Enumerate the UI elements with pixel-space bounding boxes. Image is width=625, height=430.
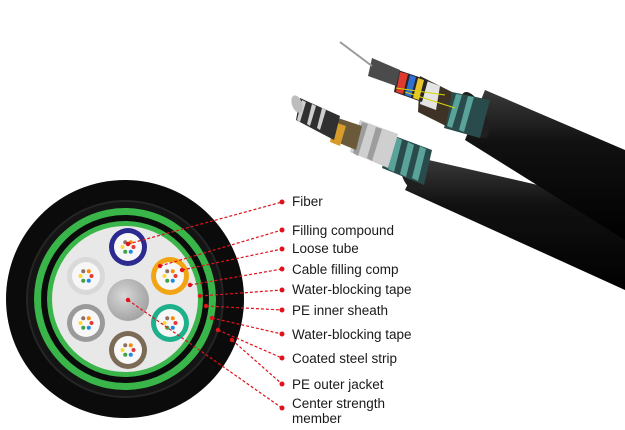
label-loose-tube: Loose tube: [292, 241, 359, 256]
fiber-strand: [128, 352, 133, 357]
leader-pe-inner-sheath: [203, 303, 285, 313]
fiber-strand: [120, 348, 125, 352]
fiber-strand: [81, 325, 86, 330]
leader-cable-filling-comp: [187, 266, 285, 288]
fiber-strand: [165, 269, 170, 274]
fiber-strand: [86, 316, 91, 321]
loose-tube-green: [151, 304, 189, 342]
fiber-strand: [81, 278, 86, 283]
loose-tube-white: [67, 257, 105, 295]
leader-loose-tube: [179, 246, 285, 273]
fiber-strand: [89, 274, 94, 278]
cable-side-view: [291, 41, 625, 290]
fiber-strand: [78, 274, 83, 278]
fiber-strand: [162, 274, 167, 278]
leader-filling-compound: [157, 227, 285, 269]
fiber-strand: [173, 321, 178, 325]
loose-tube-blue: [109, 228, 147, 266]
loose-tube-grey: [67, 304, 105, 342]
label-water-blocking-tape-2: Water-blocking tape: [292, 327, 412, 342]
label-water-blocking-tape-1: Water-blocking tape: [292, 282, 412, 297]
label-coated-steel-strip: Coated steel strip: [292, 351, 398, 366]
fiber-strand: [81, 316, 86, 321]
fiber-strand: [123, 352, 128, 357]
fiber-strand: [86, 269, 91, 274]
fiber-strand: [131, 348, 136, 352]
label-filling-compound: Filling compound: [292, 223, 395, 238]
upper-cable: [339, 41, 625, 240]
fiber-strand: [86, 325, 91, 330]
fiber-strand: [165, 278, 170, 283]
fiber-strand: [162, 321, 167, 325]
leader-coated-steel-strip: [215, 327, 285, 361]
leader-lines: [125, 199, 285, 411]
fiber-strand: [78, 321, 83, 325]
loose-tubes: [67, 228, 189, 369]
leader-pe-outer-jacket: [229, 337, 285, 387]
fiber-strand: [128, 249, 133, 254]
fiber-strand: [128, 343, 133, 348]
lower-cable: [291, 95, 625, 290]
fiber-strand: [86, 278, 91, 283]
fiber-strand: [123, 343, 128, 348]
fiber-strand: [170, 325, 175, 330]
label-fiber: Fiber: [292, 194, 323, 209]
leader-water-blocking-tape-1: [197, 287, 285, 299]
fiber-strand: [170, 269, 175, 274]
fiber-strand: [89, 321, 94, 325]
leader-water-blocking-tape-2: [209, 315, 285, 337]
label-pe-outer-jacket: PE outer jacket: [292, 377, 384, 392]
label-center-strength-member: Center strength member: [292, 396, 386, 426]
leader-fiber: [125, 199, 285, 247]
fiber-strand: [120, 245, 125, 249]
loose-tube-brown: [109, 331, 147, 369]
fiber-strand: [170, 278, 175, 283]
fiber-strand: [81, 269, 86, 274]
cable-cross-section: [6, 180, 244, 418]
fiber-strand: [131, 245, 136, 249]
fiber-strand: [165, 316, 170, 321]
leader-center-strength-member: [125, 297, 285, 411]
label-cable-filling-comp: Cable filling comp: [292, 262, 399, 277]
label-pe-inner-sheath: PE inner sheath: [292, 303, 389, 318]
fiber-strand: [170, 316, 175, 321]
fiber-strand: [173, 274, 178, 278]
fiber-strand: [123, 249, 128, 254]
